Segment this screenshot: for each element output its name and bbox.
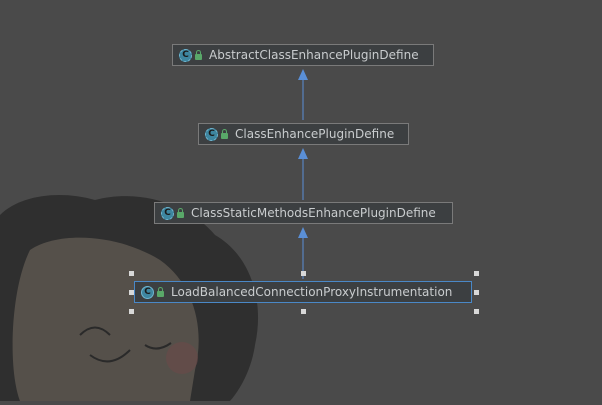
resize-handle-bottom-right[interactable] [474, 309, 479, 314]
node-label: ClassEnhancePluginDefine [235, 127, 395, 141]
resize-handle-top-right[interactable] [474, 271, 479, 276]
node-label: LoadBalancedConnectionProxyInstrumentati… [171, 285, 453, 299]
public-access-icon [221, 129, 228, 139]
public-access-icon [177, 208, 184, 218]
public-access-icon [195, 50, 202, 60]
node-icons: C [161, 206, 184, 220]
class-icon: C [141, 285, 154, 299]
resize-handle-right[interactable] [474, 290, 479, 295]
abstract-class-icon: C [161, 206, 174, 220]
node-abstractclassenhanceplugindefine[interactable]: C AbstractClassEnhancePluginDefine [172, 44, 434, 66]
resize-handle-bottom[interactable] [301, 309, 306, 314]
node-classenhanceplugindefine[interactable]: C ClassEnhancePluginDefine [198, 123, 409, 145]
node-icons: C [179, 48, 202, 62]
abstract-class-icon: C [179, 48, 192, 62]
resize-handle-bottom-left[interactable] [129, 309, 134, 314]
node-label: AbstractClassEnhancePluginDefine [209, 48, 419, 62]
node-classstaticmethodsenhanceplugindefine[interactable]: C ClassStaticMethodsEnhancePluginDefine [154, 202, 453, 224]
node-icons: C [141, 285, 164, 299]
abstract-class-icon: C [205, 127, 218, 141]
node-loadbalancedconnectionproxyinstrumentation[interactable]: C LoadBalancedConnectionProxyInstrumenta… [134, 281, 472, 303]
resize-handle-top-left[interactable] [129, 271, 134, 276]
node-label: ClassStaticMethodsEnhancePluginDefine [191, 206, 436, 220]
resize-handle-top[interactable] [301, 271, 306, 276]
node-icons: C [205, 127, 228, 141]
public-access-icon [157, 287, 164, 297]
resize-handle-left[interactable] [129, 290, 134, 295]
